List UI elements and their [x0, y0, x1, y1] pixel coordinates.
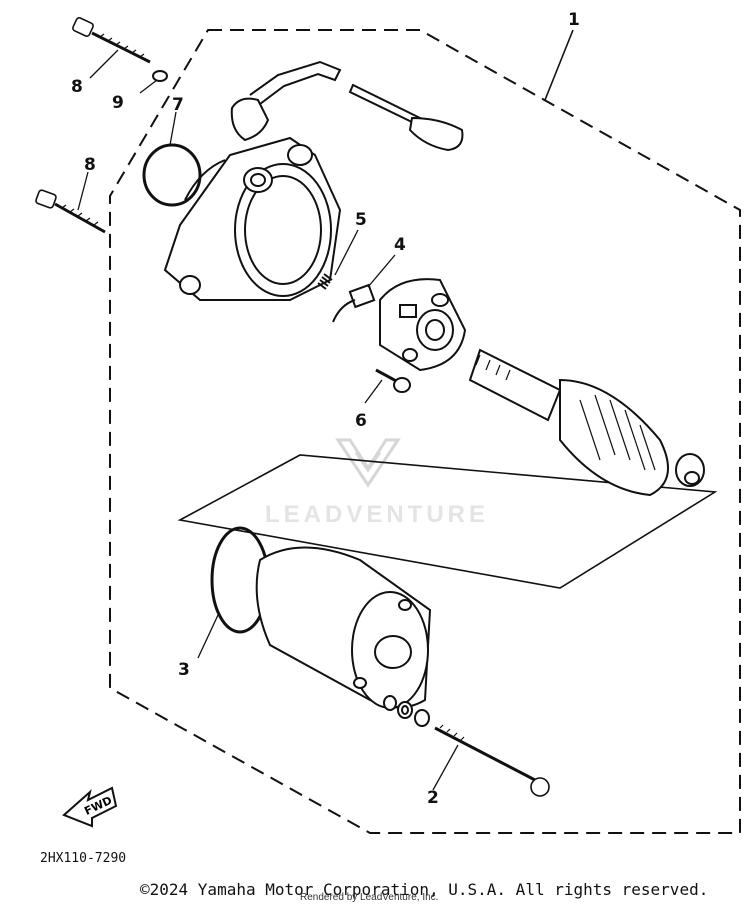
callout-7: 7 — [172, 95, 184, 115]
yoke — [255, 546, 432, 709]
callout-9: 9 — [112, 93, 124, 113]
callout-3: 3 — [178, 660, 190, 680]
leader-4 — [367, 254, 396, 288]
leader-8a — [89, 49, 119, 79]
leader-6 — [364, 379, 383, 404]
watermark-logo-icon — [335, 438, 401, 488]
callout-8-left: 8 — [84, 155, 96, 175]
rendered-by-text: Rendered by LeadVenture, Inc. — [300, 892, 439, 903]
watermark-text: LEADVENTURE — [265, 501, 489, 528]
callout-8-top: 8 — [71, 77, 83, 97]
callout-6: 6 — [355, 411, 367, 431]
washer — [152, 70, 168, 82]
fwd-arrow-icon: FWD — [62, 786, 118, 828]
bolt-top — [72, 17, 151, 64]
o-ring-front — [142, 143, 202, 207]
through-bolt — [434, 724, 550, 797]
armature-outline — [177, 454, 718, 589]
part-code: 2HX110-7290 — [40, 851, 126, 866]
assembly-boundary — [109, 29, 741, 834]
callout-1: 1 — [568, 10, 580, 30]
front-cover — [163, 136, 342, 301]
leader-7 — [169, 111, 177, 146]
brush — [332, 283, 376, 323]
brush-spring — [317, 273, 333, 290]
callout-2: 2 — [427, 788, 439, 808]
leader-5 — [334, 229, 359, 276]
screw — [375, 368, 411, 393]
leader-8b — [77, 171, 89, 211]
bolt-left — [35, 189, 106, 234]
leader-1 — [544, 29, 574, 101]
leader-3 — [197, 614, 219, 659]
copyright-notice: ©2024 Yamaha Motor Corporation, U.S.A. A… — [140, 880, 709, 899]
armature — [468, 348, 705, 497]
leader-9 — [139, 79, 158, 94]
lead-wire — [230, 60, 464, 152]
leadventure-watermark: LEADVENTURE — [265, 438, 489, 528]
callout-5: 5 — [355, 210, 367, 230]
callout-4: 4 — [394, 235, 406, 255]
brush-holder — [379, 278, 467, 372]
yoke-washers — [383, 695, 430, 727]
leader-2 — [432, 744, 459, 791]
